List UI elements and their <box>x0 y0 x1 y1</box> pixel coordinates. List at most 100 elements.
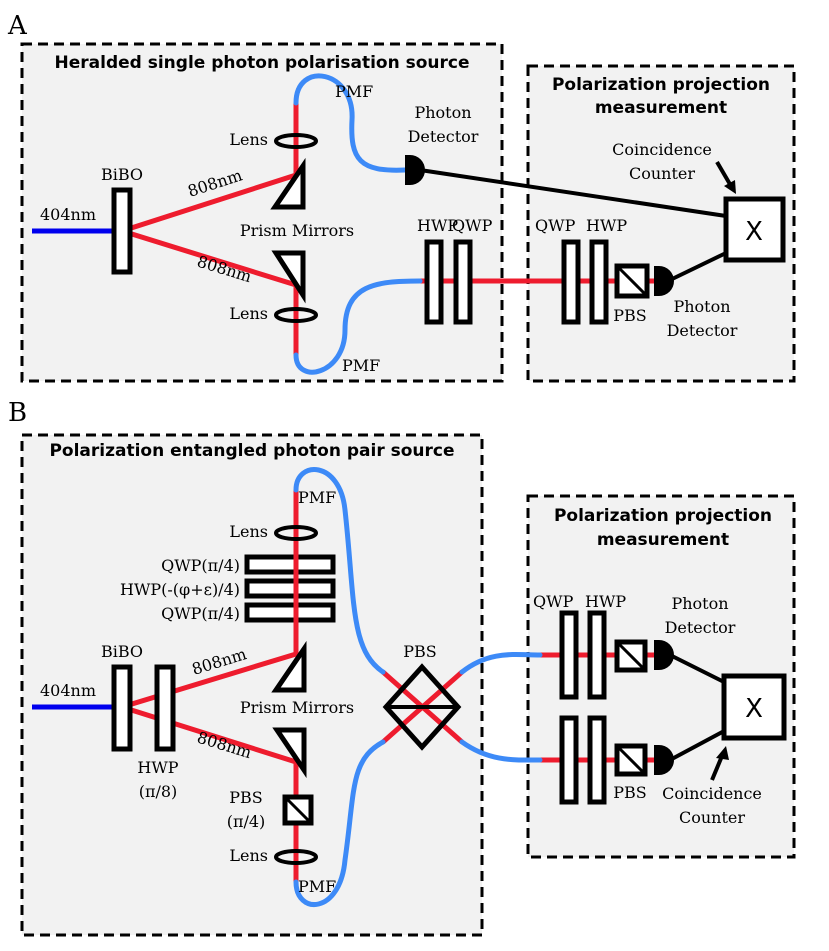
panel-b-beam-upper <box>121 490 299 710</box>
panel-a-cable-lower <box>667 251 727 283</box>
panel-b-hwp-pump-1: HWP <box>137 758 178 777</box>
panel-b-pbs-arm-1: PBS <box>229 788 262 807</box>
panel-b-hwp-meas-lower <box>587 715 607 805</box>
panel-a-qwp-meas-label: QWP <box>535 216 576 235</box>
panel-b-hwp-label: HWP(-(φ+ε)/4) <box>120 580 240 599</box>
panel-b-pmf-lower: PMF <box>298 877 336 896</box>
panel-b-qwp-meas-upper <box>559 610 579 700</box>
panel-b-hwp-meas-label: HWP <box>585 592 626 611</box>
panel-b-pbs-meas-label: PBS <box>613 783 646 802</box>
panel-b-bibo-crystal <box>111 664 133 752</box>
panel-b-pbs-arm-2: (π/4) <box>227 812 266 831</box>
panel-a-source-title: Heralded single photon polarisation sour… <box>55 53 470 73</box>
panel-b-fiber-lower <box>293 739 386 907</box>
panel-a-pmf-lower: PMF <box>342 356 380 375</box>
panel-b-bibo-label: BiBO <box>101 642 143 661</box>
panel-a-coincidence-counter <box>723 196 786 263</box>
panel-a-hwp-meas-label: HWP <box>586 216 627 235</box>
panel-b-central-pbs <box>382 663 462 751</box>
panel-a-pmf-upper: PMF <box>335 82 373 101</box>
panel-a-prism-upper <box>270 157 306 210</box>
panel-b-letter: B <box>8 398 27 428</box>
panel-a-fiber-lower <box>293 278 423 375</box>
panel-a-lens-lower <box>274 307 318 323</box>
panel-a-lens-upper <box>274 133 318 149</box>
panel-b-prism-label: Prism Mirrors <box>240 698 354 717</box>
panel-a-cable-upper <box>419 168 727 218</box>
panel-b-det-1: Photon <box>671 594 728 613</box>
panel-b-qwp2-label: QWP(π/4) <box>161 604 240 623</box>
panel-b-pump-label: 404nm <box>40 681 96 700</box>
panel-b-pbs-meas-upper-diagonal <box>615 640 647 672</box>
panel-b-detector-lower <box>654 745 674 775</box>
panel-b-source-box <box>20 433 484 937</box>
panel-a-det-lower-1: Photon <box>673 297 730 316</box>
panel-a-counter-2: Counter <box>629 164 695 183</box>
panel-b-coincidence-counter <box>721 673 787 741</box>
panel-a-pbs-diagonal <box>615 264 649 298</box>
panel-b-pbs-arm <box>282 794 314 826</box>
panel-b-lens-upper-label: Lens <box>229 522 268 541</box>
panel-b-pmf-upper: PMF <box>298 488 336 507</box>
panel-b-counter-arrow <box>710 755 724 781</box>
panel-a-pbs-label: PBS <box>613 306 646 325</box>
panel-a-source-box <box>20 42 504 383</box>
panel-b-counter-arrowhead <box>716 746 729 760</box>
panel-b-hwp-pump <box>154 664 176 752</box>
panel-a-meas-title-2: measurement <box>595 98 727 118</box>
panel-b-pbs-meas-lower-diagonal <box>615 744 647 776</box>
panel-b-pbs-arm-diagonal <box>283 795 313 825</box>
panel-b-detector-upper <box>654 640 674 670</box>
panel-a-counter-1: Coincidence <box>612 140 712 159</box>
panel-a-detector-upper <box>405 155 425 185</box>
panel-a-prism-label: Prism Mirrors <box>240 221 354 240</box>
panel-a-pump-label: 404nm <box>40 205 96 224</box>
panel-a-prism-lower <box>271 250 306 304</box>
panel-a-det-lower-2: Detector <box>667 321 738 340</box>
panel-a-hwp-meas <box>589 239 609 325</box>
panel-b-lens-upper <box>274 525 318 541</box>
panel-a-letter: A <box>7 11 28 41</box>
panel-b-qwp-meas-lower <box>559 715 579 805</box>
panel-b-fiber-upper <box>293 467 386 675</box>
panel-b-lens-lower <box>274 849 318 865</box>
panel-b-prism-upper <box>271 640 307 693</box>
panel-b-qwp1-label: QWP(π/4) <box>161 556 240 575</box>
panel-a-bibo-crystal <box>111 187 133 275</box>
panel-b-det-2: Detector <box>665 618 736 637</box>
panel-b-fiber-out-upper <box>459 652 543 675</box>
panel-b-counter-2: Counter <box>679 808 745 827</box>
panel-b-prism-lower <box>272 727 307 779</box>
panel-b-central-pbs-label: PBS <box>403 642 436 661</box>
panel-a-lens-lower-label: Lens <box>229 304 268 323</box>
panel-b-counter-1: Coincidence <box>662 784 762 803</box>
panel-b-fiber-out-lower <box>459 739 543 763</box>
panel-a-det-upper-1: Photon <box>414 103 471 122</box>
panel-a-qwp-meas <box>561 239 581 325</box>
panel-a-hwp-source <box>424 239 444 325</box>
panel-a-detector-lower <box>654 266 674 296</box>
panel-b-cable-upper <box>669 653 727 685</box>
panel-b-lens-lower-label: Lens <box>229 846 268 865</box>
panel-b-meas-title-2: measurement <box>597 530 729 550</box>
panel-b-qwp1 <box>244 554 336 575</box>
panel-a-det-upper-2: Detector <box>408 127 479 146</box>
panel-b-counter-symbol: X <box>745 694 763 724</box>
panel-a-meas-title-1: Polarization projection <box>552 75 770 95</box>
panel-a-lens-upper-label: Lens <box>229 130 268 149</box>
panel-b-qwp2 <box>244 602 336 623</box>
panel-b-hwp-pump-2: (π/8) <box>139 782 178 801</box>
panel-b-qwp-meas-label: QWP <box>533 592 574 611</box>
panel-a-hwp-source-label: HWP <box>417 216 458 235</box>
panel-b-hwp <box>244 578 336 599</box>
panel-b-meas-title-1: Polarization projection <box>554 506 772 526</box>
panel-a-bibo-label: BiBO <box>101 165 143 184</box>
panel-b-source-title: Polarization entangled photon pair sourc… <box>49 441 454 461</box>
panel-b-hwp-meas-upper <box>587 610 607 700</box>
panel-b-cable-lower <box>669 728 727 762</box>
panel-a-fiber-upper <box>293 73 408 173</box>
panel-a-counter-arrow <box>715 160 733 188</box>
panel-a-counter-arrowhead <box>724 180 736 194</box>
panel-a-qwp-source-label: QWP <box>452 216 493 235</box>
